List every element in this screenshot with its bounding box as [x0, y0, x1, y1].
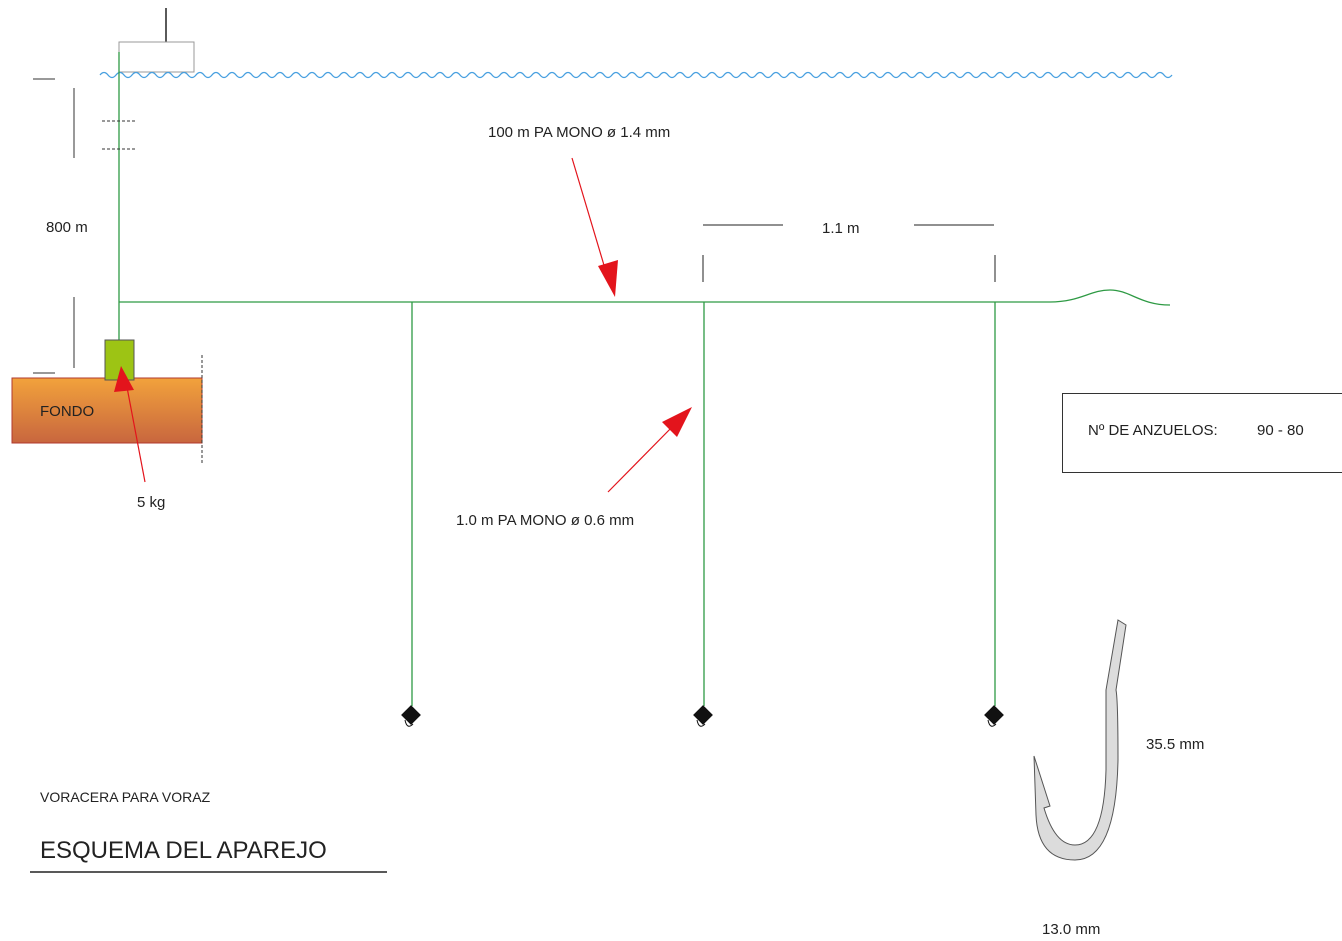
bottom-label: FONDO: [40, 403, 95, 420]
depth-label: 800 m: [46, 219, 88, 236]
spacing-label: 1.1 m: [822, 220, 860, 237]
sea-bottom: [11, 355, 203, 465]
arrow-main-line: [571, 157, 618, 297]
branch-line-label: 1.0 m PA MONO ø 0.6 mm: [456, 512, 635, 529]
hook-width-label: 13.0 mm: [1042, 921, 1101, 938]
spacing-dimension: [702, 224, 996, 282]
hook-length-label: 35.5 mm: [1146, 736, 1205, 753]
subtitle: VORACERA PARA VORAZ: [40, 789, 211, 805]
hooks-count-label: Nº DE ANZUELOS:: [1088, 422, 1218, 439]
surface-buoy: [118, 8, 195, 73]
weight-label: 5 kg: [137, 494, 166, 511]
depth-dimension: [33, 78, 75, 374]
arrow-weight: [114, 366, 146, 483]
vertical-line: [102, 52, 136, 340]
arrow-branch-line: [607, 407, 692, 493]
hooks-count-value: 90 - 80: [1257, 422, 1304, 439]
main-line: [119, 289, 1171, 306]
branch-line-2: [693, 302, 713, 727]
water-surface: [99, 71, 1173, 79]
branch-line-3: [984, 302, 1004, 727]
main-line-label: 100 m PA MONO ø 1.4 mm: [488, 124, 671, 141]
branch-line-1: [401, 302, 421, 727]
hooks-count-box: Nº DE ANZUELOS: 90 - 80: [1062, 393, 1342, 473]
page-title: ESQUEMA DEL APAREJO: [40, 837, 327, 864]
hook-icon: [1033, 619, 1127, 861]
